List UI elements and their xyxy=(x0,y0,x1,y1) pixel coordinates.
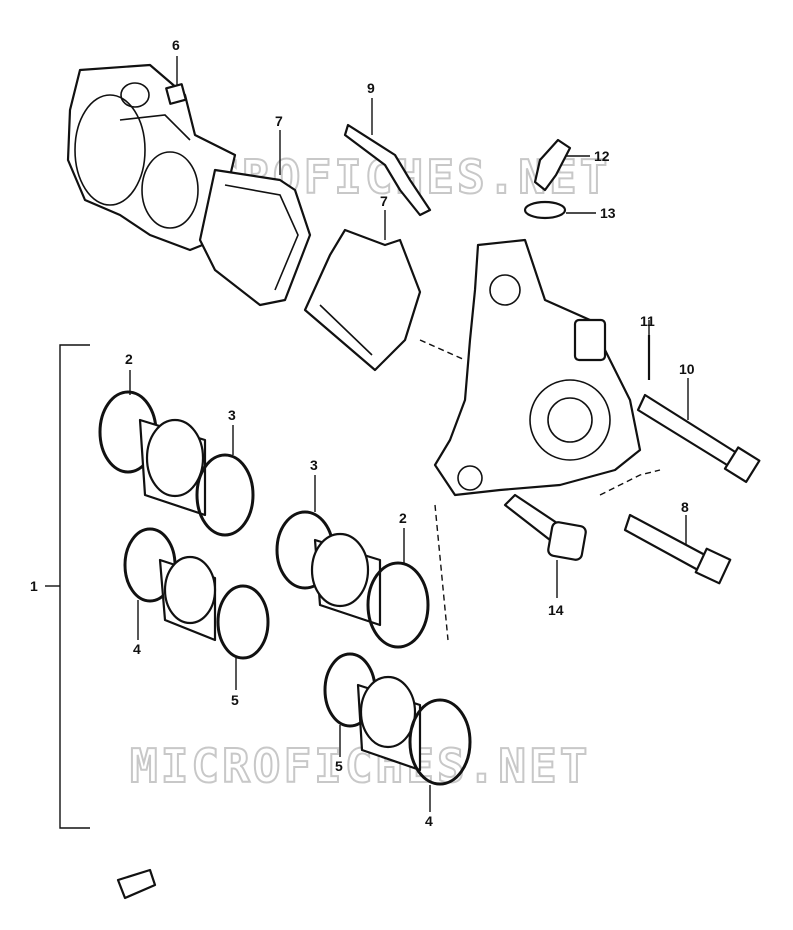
callout-11: 11 xyxy=(640,313,655,329)
callout-10: 10 xyxy=(679,361,695,377)
valve-cap xyxy=(523,200,596,220)
assembly-bracket xyxy=(45,344,90,829)
callout-4-a: 4 xyxy=(133,641,141,657)
callout-6: 6 xyxy=(172,37,180,53)
callout-12: 12 xyxy=(594,148,610,164)
brake-pad-right xyxy=(303,210,422,372)
pad-spring xyxy=(343,98,432,217)
piston-set-d xyxy=(323,652,472,812)
piston-set-c xyxy=(275,475,430,649)
piston-set-a xyxy=(98,370,255,537)
callout-9: 9 xyxy=(367,80,375,96)
callout-7-b: 7 xyxy=(380,193,388,209)
bleed-valve xyxy=(533,138,590,192)
caliper-bolt xyxy=(623,513,732,585)
caliper-body-right xyxy=(433,238,642,497)
slide-pin xyxy=(636,378,761,484)
callout-2-a: 2 xyxy=(125,351,133,367)
mounting-bolt xyxy=(503,493,587,598)
callout-13: 13 xyxy=(600,205,616,221)
callout-3-b: 3 xyxy=(310,457,318,473)
small-part-tag xyxy=(116,868,157,900)
callout-8-a: 8 xyxy=(681,499,689,515)
piston-set-b xyxy=(123,527,270,690)
callout-2-b: 2 xyxy=(399,510,407,526)
watermark-bottom: MICROFICHES.NET xyxy=(130,739,590,793)
callout-4-b: 4 xyxy=(425,813,433,829)
callout-5-a: 5 xyxy=(231,692,239,708)
callout-1: 1 xyxy=(30,578,38,594)
callout-5-b: 5 xyxy=(335,758,343,774)
bleeder-screw xyxy=(165,56,187,105)
callout-3-a: 3 xyxy=(228,407,236,423)
brake-pad-left xyxy=(198,130,312,307)
callout-7-a: 7 xyxy=(275,113,283,129)
callout-14: 14 xyxy=(548,602,564,618)
